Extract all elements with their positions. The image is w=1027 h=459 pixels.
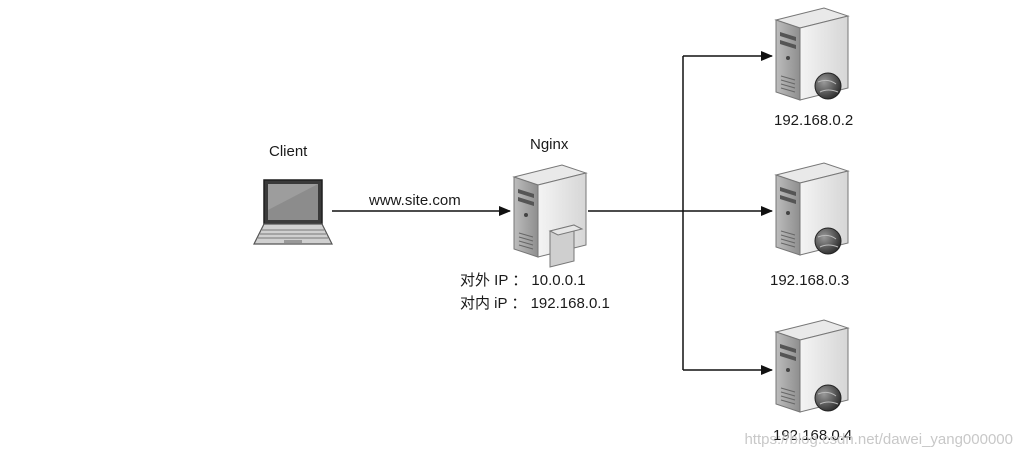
server-icon: [775, 162, 849, 256]
server-icon: [775, 7, 849, 101]
laptop-icon: [253, 179, 333, 245]
external-ip-label: 对外 IP ： 10.0.0.1: [460, 272, 586, 289]
globe-icon: [814, 227, 842, 255]
watermark-text: https://blog.csdn.net/dawei_yang000000: [744, 431, 1013, 448]
server-ip-label: 192.168.0.3: [770, 272, 850, 289]
globe-icon: [814, 72, 842, 100]
server-icon: [775, 319, 849, 413]
distribution-lines: [588, 51, 773, 375]
globe-icon: [814, 384, 842, 412]
server-ip-label: 192.168.0.2: [774, 112, 854, 129]
server-ip-label: 192.168.0.4: [773, 427, 853, 444]
nginx-label: Nginx: [530, 136, 569, 153]
client-label: Client: [269, 143, 308, 160]
nginx-server-icon: [513, 164, 587, 268]
internal-ip-label: 对内 iP ： 192.168.0.1: [460, 295, 610, 312]
request-url-label: www.site.com: [369, 192, 461, 209]
